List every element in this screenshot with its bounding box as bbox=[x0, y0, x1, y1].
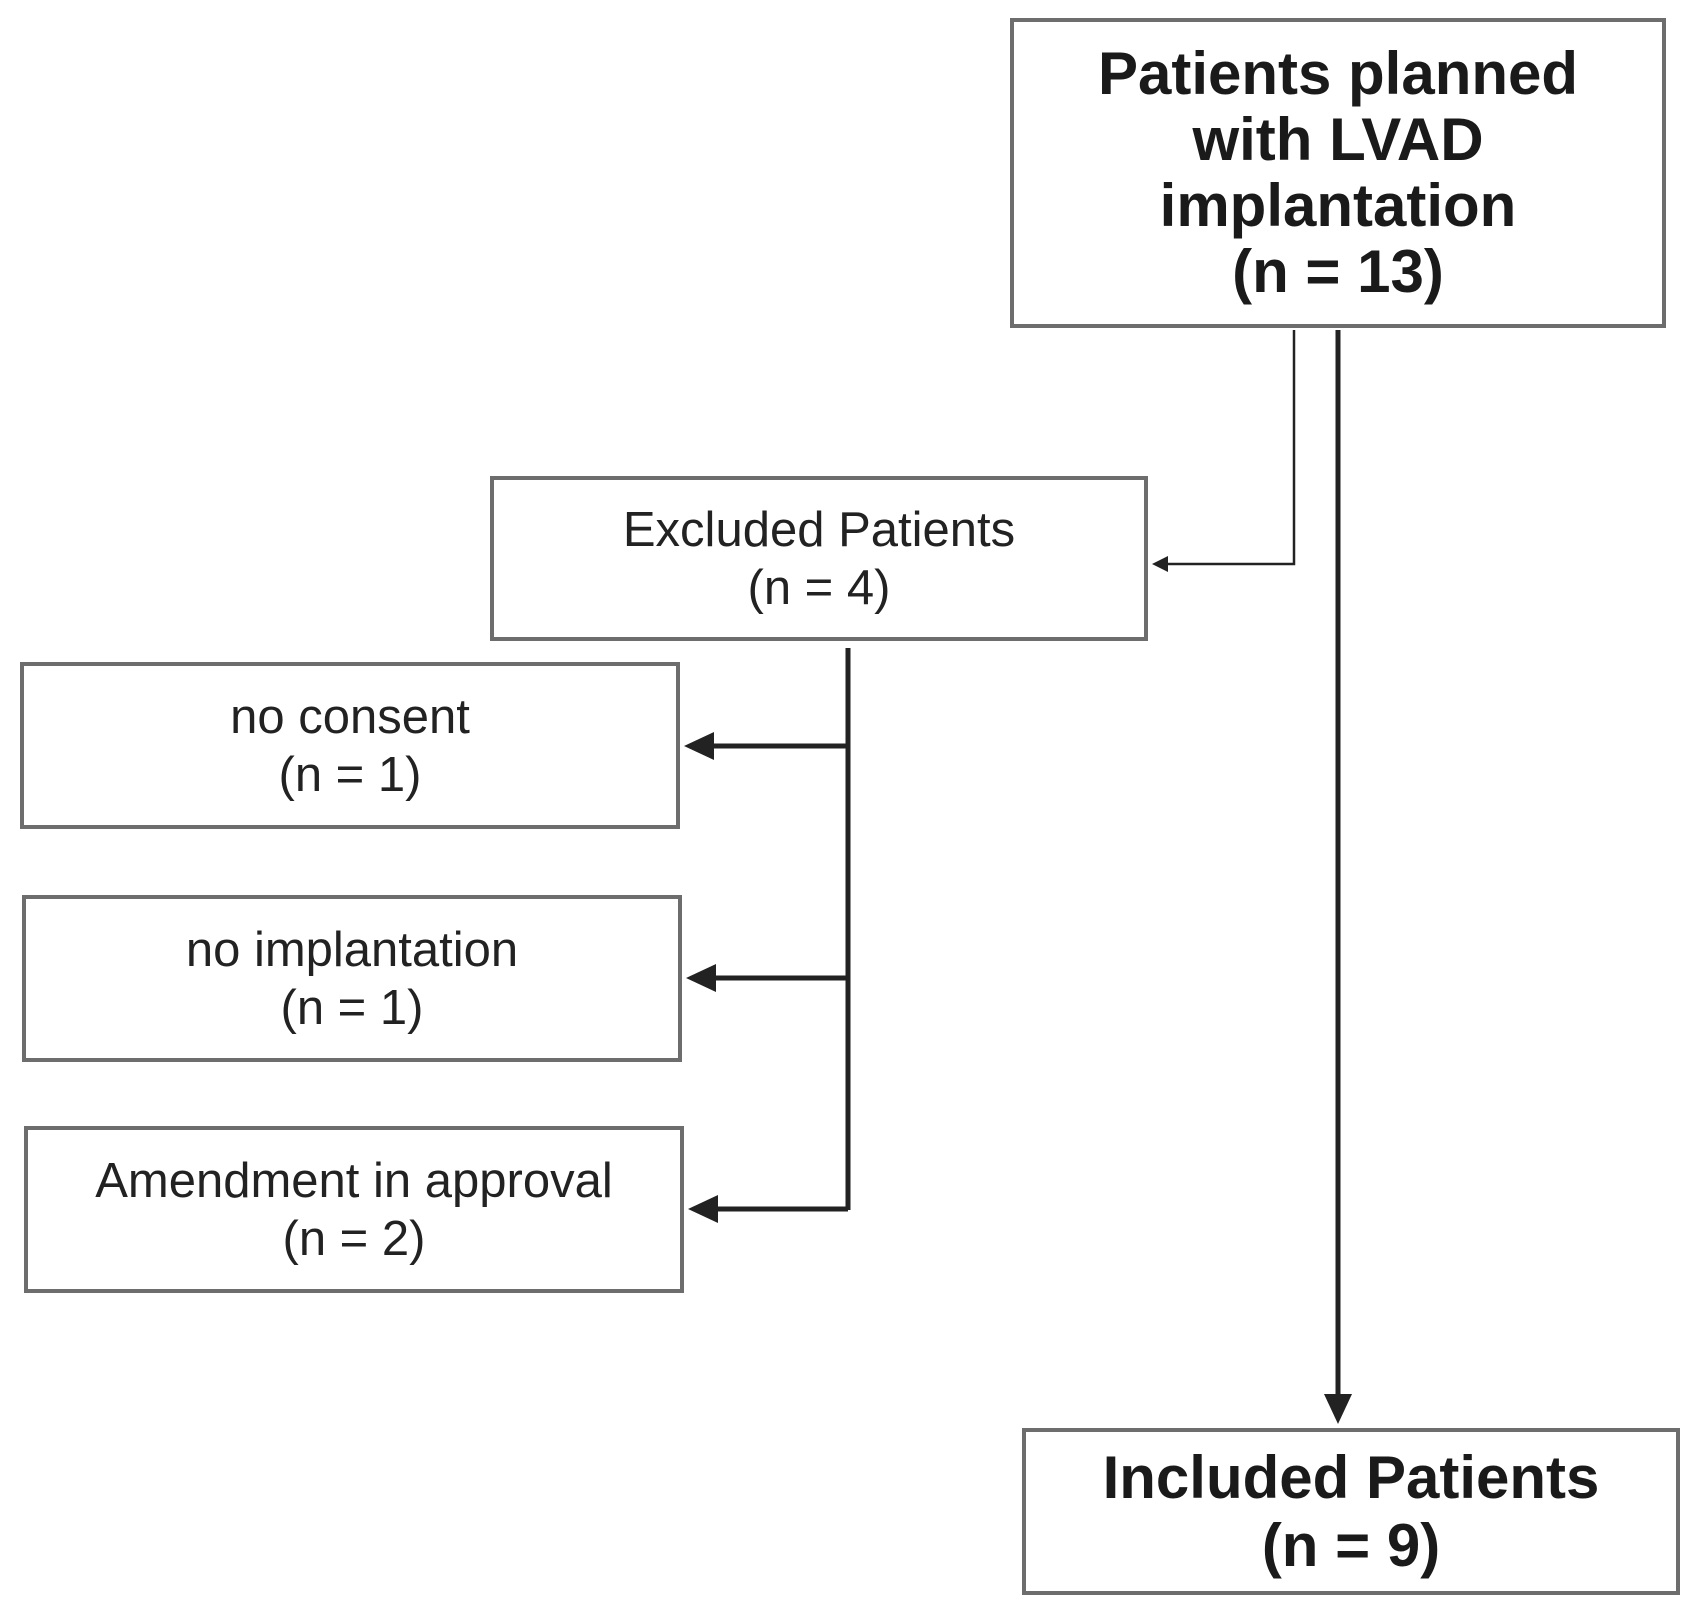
excluded-patients-box: Excluded Patients (n = 4) bbox=[490, 476, 1148, 641]
planned-label-line-1: Patients planned bbox=[1097, 40, 1579, 107]
arrowhead-no-implantation bbox=[686, 964, 716, 992]
no-implantation-count: (n = 1) bbox=[280, 980, 424, 1035]
excluded-label: Excluded Patients bbox=[622, 502, 1016, 557]
planned-patients-box: Patients planned with LVAD implantation … bbox=[1010, 18, 1666, 328]
amendment-count: (n = 2) bbox=[282, 1211, 426, 1266]
amendment-box: Amendment in approval (n = 2) bbox=[24, 1126, 684, 1293]
included-patients-box: Included Patients (n = 9) bbox=[1022, 1428, 1680, 1595]
arrowhead-no-consent bbox=[684, 732, 714, 760]
connector-planned-to-excluded bbox=[1160, 330, 1296, 566]
no-consent-label: no consent bbox=[230, 689, 470, 744]
included-count: (n = 9) bbox=[1261, 1511, 1441, 1579]
no-consent-count: (n = 1) bbox=[278, 747, 422, 802]
no-implantation-label: no implantation bbox=[185, 922, 519, 977]
amendment-label: Amendment in approval bbox=[95, 1153, 613, 1208]
arrowhead-excluded bbox=[1152, 556, 1168, 572]
no-implantation-box: no implantation (n = 1) bbox=[22, 895, 682, 1062]
planned-count: (n = 13) bbox=[1232, 238, 1444, 305]
no-consent-box: no consent (n = 1) bbox=[20, 662, 680, 829]
excluded-count: (n = 4) bbox=[747, 560, 891, 615]
arrowhead-included bbox=[1324, 1394, 1352, 1424]
planned-label-line-3: implantation bbox=[1159, 172, 1517, 239]
planned-label-line-2: with LVAD bbox=[1192, 106, 1484, 173]
included-label: Included Patients bbox=[1102, 1443, 1600, 1511]
arrowhead-amendment bbox=[688, 1195, 718, 1223]
